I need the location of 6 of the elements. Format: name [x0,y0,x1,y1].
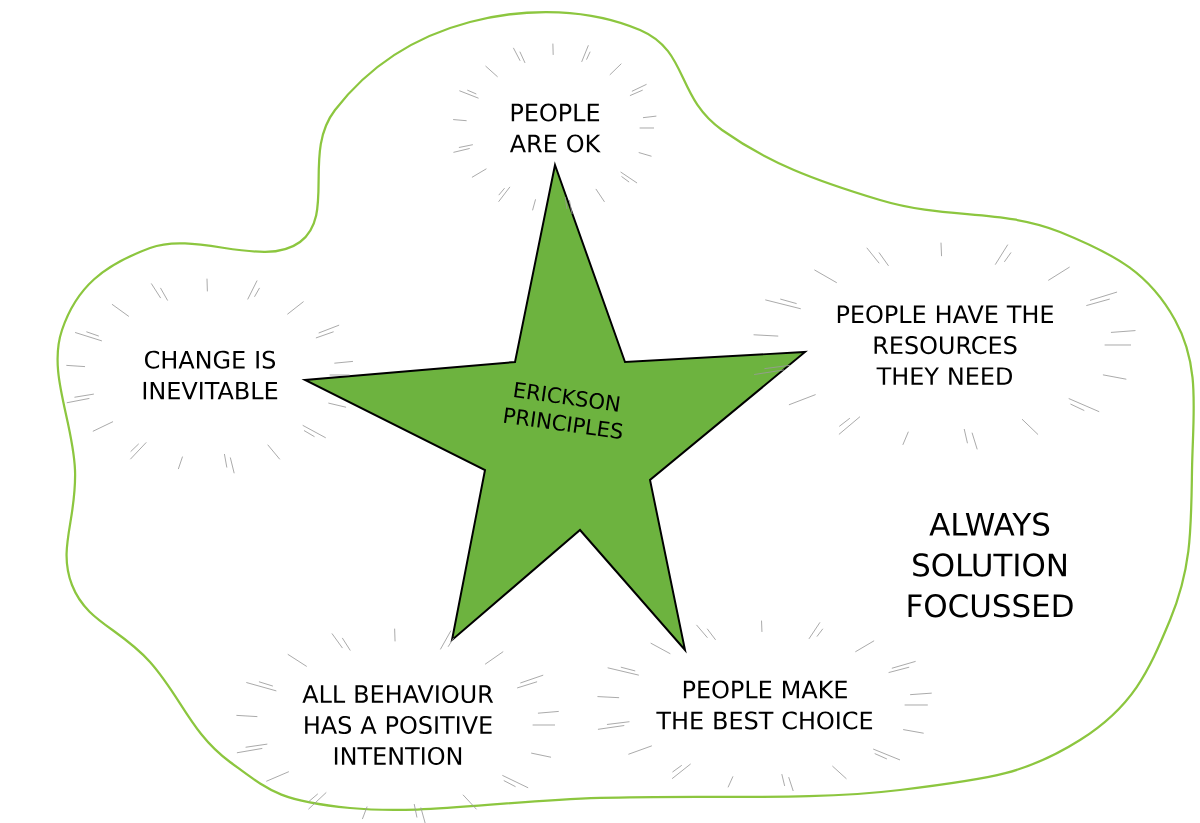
text-label: PEOPLE HAVE THE RESOURCES THEY NEED [837,305,1053,385]
text-label: ALL BEHAVIOUR HAS A POSITIVE INTENTION [302,685,494,765]
text-label: CHANGE IS INEVITABLE [143,350,278,400]
cloud-outline [56,10,1195,812]
text-label: PEOPLE MAKE THE BEST CHOICE [656,680,873,730]
text-label: ALWAYS SOLUTION FOCUSSED [908,512,1073,618]
